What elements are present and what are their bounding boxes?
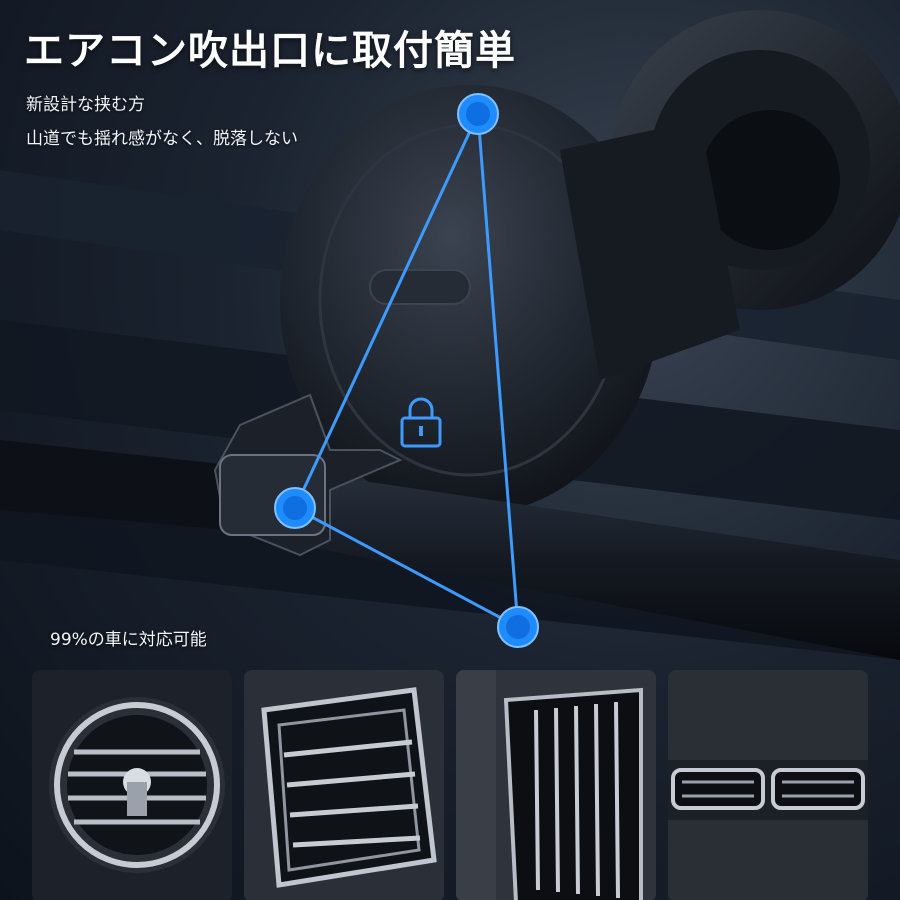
- subtitle-design: 新設計な挟む方: [26, 95, 145, 115]
- pressure-point-top: [457, 93, 499, 135]
- page-title: エアコン吹出口に取付簡単: [24, 28, 516, 74]
- vent-type-gallery: [32, 670, 868, 900]
- compatibility-text: 99%の車に対応可能: [50, 630, 207, 650]
- pressure-point-left: [274, 487, 316, 529]
- round-air-vent-thumbnail: [32, 670, 232, 900]
- lock-icon: [400, 397, 442, 448]
- pressure-point-bottom: [497, 606, 539, 648]
- square-air-vent-thumbnail: [244, 670, 444, 900]
- subtitle-stability: 山道でも揺れ感がなく、脱落しない: [26, 129, 298, 149]
- horizontal-air-vent-thumbnail: [668, 670, 868, 900]
- vertical-air-vent-thumbnail: [456, 670, 656, 900]
- hero-product-image: [0, 10, 900, 660]
